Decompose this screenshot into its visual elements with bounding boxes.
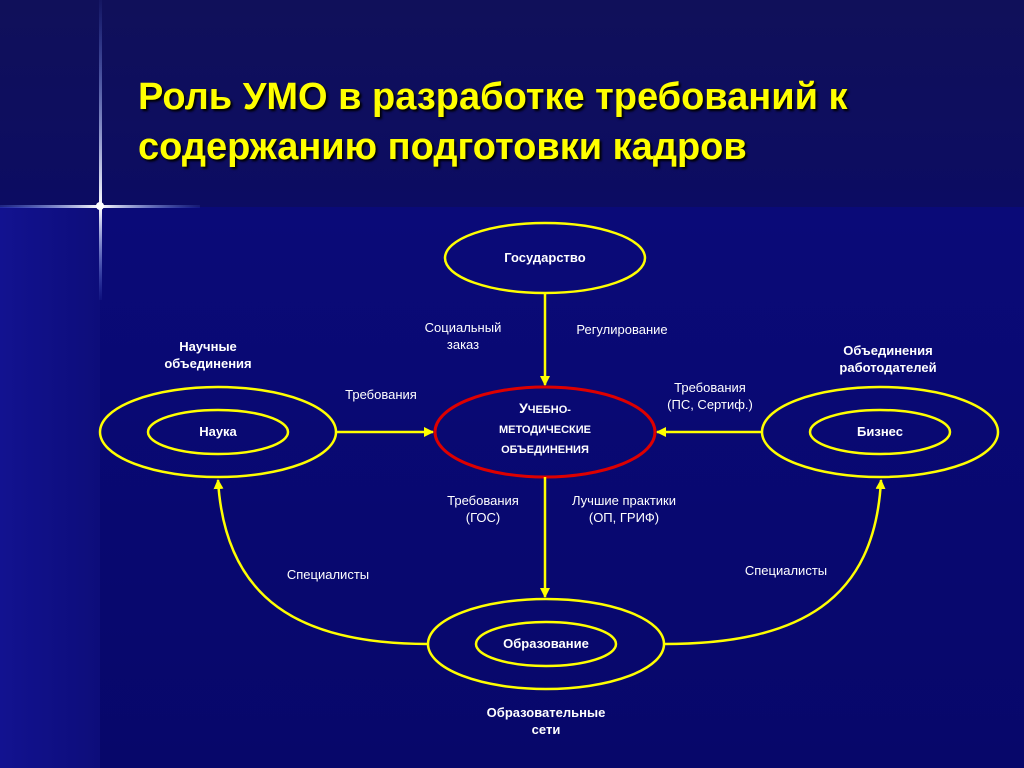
slide-title: Роль УМО в разработке требований к содер… bbox=[138, 72, 998, 172]
requirements-down-label-line2: (ГОС) bbox=[465, 510, 501, 525]
requirements-down-label-line1: Требования bbox=[447, 493, 519, 508]
left-band-background bbox=[0, 207, 100, 768]
education-node-ellipse bbox=[474, 620, 618, 668]
state-node-label: Государство bbox=[504, 250, 586, 265]
arrow-education-to-business bbox=[663, 479, 886, 646]
sparkle-decoration bbox=[0, 0, 200, 300]
science-assoc-label-line2: объединения bbox=[164, 356, 252, 371]
best-practices-label: Лучшие практики (ОП, ГРИФ) bbox=[556, 492, 692, 526]
best-practices-label-line1: Лучшие практики bbox=[572, 493, 676, 508]
umo-label-line1-rest: чебно- bbox=[527, 404, 571, 416]
regulation-label: Регулирование bbox=[576, 322, 668, 337]
science-node-ellipse bbox=[146, 408, 290, 456]
education-node-label: Образование bbox=[503, 636, 589, 651]
title-line-2: содержанию подготовки кадров bbox=[138, 126, 747, 168]
arrow-education-to-science bbox=[213, 479, 429, 646]
umo-label-initial: У bbox=[519, 400, 528, 416]
business-node-label: Бизнес bbox=[857, 424, 903, 439]
employer-assoc-label: Объединения работодателей bbox=[808, 342, 968, 376]
requirements-right-label-line2: (ПС, Сертиф.) bbox=[667, 397, 753, 412]
best-practices-label-line2: (ОП, ГРИФ) bbox=[588, 510, 660, 525]
umo-node-label: Учебно- методические объединения bbox=[455, 398, 635, 460]
employer-assoc-label-line1: Объединения bbox=[843, 343, 933, 358]
main-background bbox=[100, 207, 1024, 768]
edu-networks-label-line1: Образовательные bbox=[486, 705, 606, 720]
science-assoc-label-line1: Научные bbox=[179, 339, 237, 354]
umo-label-line3: объединения bbox=[501, 444, 589, 456]
requirements-right-label: Требования (ПС, Сертиф.) bbox=[640, 379, 780, 413]
specialists-left-label: Специалисты bbox=[286, 567, 370, 582]
title-line-1: Роль УМО в разработке требований к bbox=[138, 76, 848, 118]
science-node-label: Наука bbox=[199, 424, 237, 439]
specialists-right-label: Специалисты bbox=[744, 563, 828, 578]
header-background bbox=[0, 0, 1024, 207]
requirements-left-label: Требования bbox=[345, 387, 417, 402]
science-assoc-label: Научные объединения bbox=[138, 338, 278, 372]
requirements-down-label: Требования (ГОС) bbox=[430, 492, 536, 526]
employer-assoc-label-line2: работодателей bbox=[839, 360, 937, 375]
edu-networks-label: Образовательные сети bbox=[466, 704, 626, 738]
social-order-label: Социальный заказ bbox=[408, 319, 518, 353]
edu-networks-label-line2: сети bbox=[531, 722, 561, 737]
social-order-label-line1: Социальный bbox=[424, 320, 502, 335]
requirements-right-label-line1: Требования bbox=[674, 380, 746, 395]
social-order-label-line2: заказ bbox=[446, 337, 480, 352]
business-node-ellipse bbox=[808, 408, 952, 456]
umo-label-line2: методические bbox=[498, 424, 592, 436]
